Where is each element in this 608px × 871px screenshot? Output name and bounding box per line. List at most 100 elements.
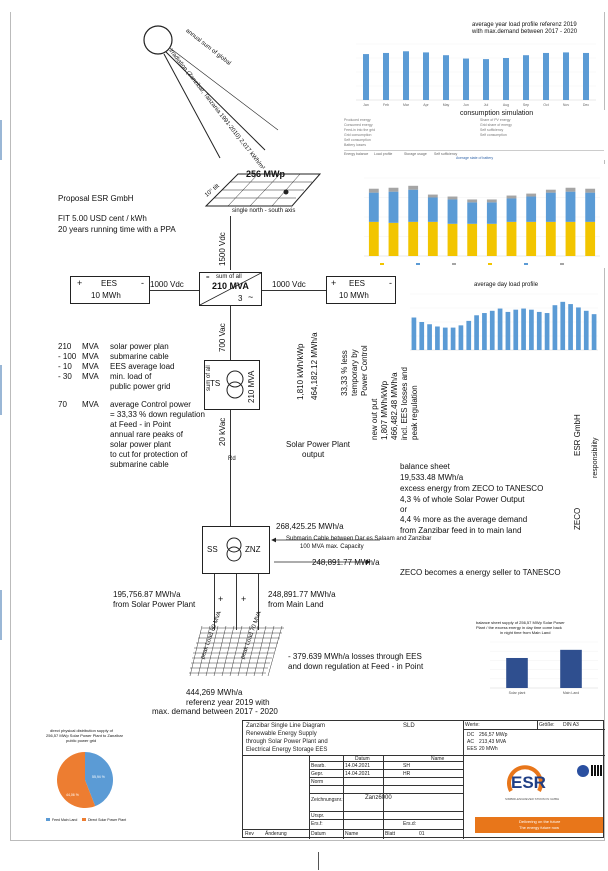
page-border-right [604, 12, 605, 840]
legend-swatch [560, 263, 564, 265]
tb-ac-k: AC [467, 739, 474, 745]
bar [583, 310, 589, 350]
chart-consumption-svg [364, 177, 600, 265]
tb-zeich: Zeichnungsnr.: [311, 797, 344, 803]
ac-line [230, 306, 231, 360]
tb-ersd: Ers.d: [403, 821, 417, 827]
bar [489, 310, 495, 350]
reduction-l1: 33,33 % less [340, 350, 349, 396]
chart-consumption [340, 164, 606, 268]
mv-line [230, 410, 231, 540]
tab-self-sufficiency[interactable]: Self sufficiency [434, 152, 458, 156]
ts-rating: 210 MVA [247, 370, 256, 403]
submarine-flow-out: 268,425.25 MWh/a [276, 522, 344, 531]
balance-value: 19,533.48 MWh/a [400, 473, 464, 482]
power-row-text: EES average load [110, 362, 175, 371]
feed-line-mid [236, 574, 237, 630]
bar [411, 317, 417, 350]
bar [544, 313, 550, 350]
substation-znz: ZNZ [245, 545, 261, 554]
netout-l2: 1,807 MWh/kWp [380, 380, 389, 440]
inverter-sub: sum of all [216, 274, 242, 280]
ts-sub: sum of all [206, 365, 212, 391]
bar [503, 58, 509, 100]
bar [543, 52, 549, 100]
tb-name-h: Name [431, 756, 445, 762]
chart-balance-title1: balance sheet supply of 256,57 MWp Solar… [476, 620, 565, 625]
ees-right-minus: - [389, 278, 392, 288]
consumption-link[interactable]: Average state of battery [456, 156, 494, 160]
tb-zeich-val: Zanz6000 [365, 795, 392, 801]
consumption-panel: consumption simulation Produced energy C… [340, 110, 606, 160]
chart-day-title: average day load profile [474, 282, 539, 288]
feed-main-label: from Main Land [268, 600, 324, 609]
yield-annual: 464,182.12 MWh/a [310, 332, 319, 400]
power-row-unit: MVA [82, 372, 99, 381]
tab-energy-balance[interactable]: Energy balance [344, 152, 369, 156]
bar-segment [506, 221, 517, 256]
tb-sld: SLD [403, 723, 415, 729]
tab-storage-usage[interactable]: Storage usage [404, 152, 427, 156]
chart-balance-title3: in night time from Main Land [500, 630, 551, 635]
pie-legend-1: Feed Main Land [52, 818, 78, 822]
bar [427, 324, 432, 350]
bar [363, 54, 369, 100]
balance-line: excess energy from ZECO to TANESCO [400, 484, 544, 493]
demand-l3: max. demand between 2017 - 2020 [152, 707, 278, 716]
legend-swatch [524, 263, 528, 265]
chart-pie-svg: 44,06 %55,94 % [46, 752, 114, 821]
tb-ees-k: EES [467, 746, 478, 752]
tb-urspr: Urspr. [311, 813, 325, 819]
tick-label: Dec [583, 103, 589, 107]
netout-l3: 466,482.48 MWh/a [390, 372, 399, 440]
bar-segment [467, 223, 478, 256]
bar [568, 304, 573, 350]
bar [529, 309, 534, 350]
submarine-arrows [271, 537, 380, 565]
bar-segment [447, 199, 458, 224]
proposal-ppa: 20 years running time with a PPA [58, 225, 176, 234]
inverter-box[interactable]: = 210 MVA sum of all 3 ~ [199, 272, 262, 306]
margin-mark [0, 365, 2, 415]
feed-main-value: 248,891.77 MWh/a [268, 590, 336, 599]
tb-bearb-name: SH [403, 763, 410, 769]
qr-code-icon [591, 765, 602, 776]
consumption-row: Self consumption [344, 138, 371, 142]
bar [505, 311, 511, 350]
bar-segment [427, 197, 438, 222]
tb-name: Name [345, 831, 359, 837]
tick-label: Mar [403, 103, 410, 107]
tick-label: Aug [503, 103, 509, 107]
ees-right-box[interactable]: + - EES 10 MWh [326, 276, 396, 304]
pv-field-drawing [204, 173, 322, 207]
bar-segment [506, 198, 517, 222]
bar-segment [506, 195, 517, 199]
legend-swatch [452, 263, 456, 265]
feed-solar-value: 195,756.87 MWh/a [113, 590, 181, 599]
tb-groesse-h: Größe: [539, 722, 555, 728]
bar-segment [486, 202, 497, 224]
netout-l5: peak regulation [410, 385, 419, 440]
bar [463, 58, 469, 100]
substation-box[interactable]: SS ZNZ [202, 526, 270, 574]
yield-specific: 1,810 kWh/kWp [296, 343, 305, 400]
power-row-text: submarine cable [110, 352, 169, 361]
bar-segment [486, 199, 497, 203]
chart-day-profile: average day load profile [396, 280, 604, 360]
chart-year-title2: with max.demand between 2017 - 2020 [472, 29, 578, 35]
title-block: Zanzibar Single Line Diagram SLD Renewab… [242, 720, 605, 839]
bar [466, 320, 472, 350]
tab-load-profile[interactable]: Load profile [374, 152, 393, 156]
feed-plus-left: + [218, 594, 224, 604]
balance-title: balance sheet [400, 462, 450, 471]
bar-segment [565, 191, 576, 222]
ts-box[interactable]: TS 210 MVA sum of all [204, 360, 260, 410]
power-row-unit: MVA [82, 342, 99, 351]
ees-left-box[interactable]: + - EES 10 MWh [70, 276, 150, 304]
control-line: solar power plant [110, 440, 171, 449]
bar-segment [585, 192, 596, 222]
tb-blatt: Blatt [385, 831, 396, 837]
tb-gepr-date: 14.04.2021 [345, 771, 371, 777]
bar-segment [368, 221, 379, 256]
